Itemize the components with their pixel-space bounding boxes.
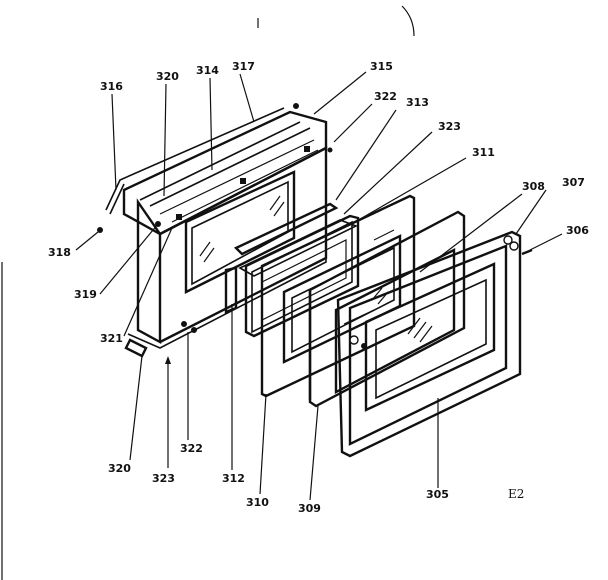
glass-panels (224, 202, 360, 338)
callout-315: 315 (370, 60, 393, 73)
scan-artifacts (1, 5, 415, 580)
callout-316: 316 (100, 80, 123, 93)
callout-309: 309 (298, 502, 321, 515)
callout-322-top: 322 (374, 90, 397, 103)
callout-311: 311 (472, 146, 495, 159)
callout-308: 308 (522, 180, 545, 193)
callout-310: 310 (246, 496, 269, 509)
callout-321: 321 (100, 332, 123, 345)
callout-307: 307 (562, 176, 585, 189)
callout-320-bottom: 320 (108, 462, 131, 475)
diagram-code: E2 (508, 487, 524, 501)
outer-door-panel (336, 230, 522, 458)
leader-lines (75, 71, 563, 501)
callout-labels: 316 320 314 317 315 322 313 323 311 308 … (48, 60, 589, 515)
callout-319: 319 (74, 288, 97, 301)
callout-318: 318 (48, 246, 71, 259)
callout-323-top: 323 (438, 120, 461, 133)
screw-parts (509, 241, 533, 256)
callout-313: 313 (406, 96, 429, 109)
callout-305: 305 (426, 488, 449, 501)
callout-306: 306 (566, 224, 589, 237)
callout-312: 312 (222, 472, 245, 485)
callout-317: 317 (232, 60, 255, 73)
callout-322-bottom: 322 (180, 442, 203, 455)
callout-323-bottom: 323 (152, 472, 175, 485)
callout-314: 314 (196, 64, 219, 77)
callout-320-top: 320 (156, 70, 179, 83)
